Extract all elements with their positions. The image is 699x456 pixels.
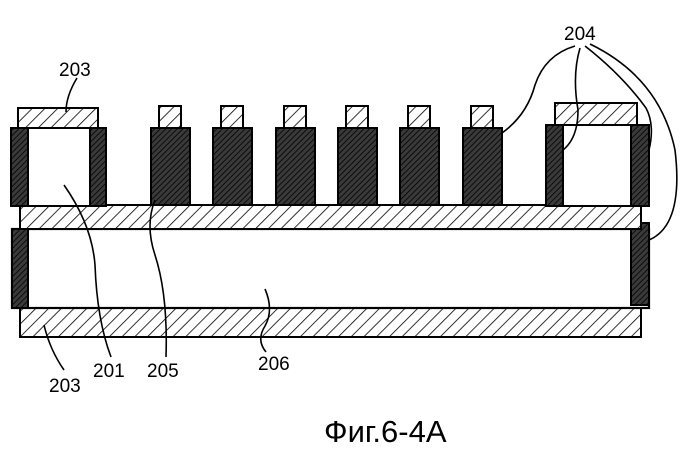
label-205: 205 — [147, 361, 179, 382]
label-201: 201 — [93, 361, 125, 382]
right-box-cap — [555, 103, 637, 125]
pillar-6 — [463, 106, 502, 205]
figure-caption: Фиг.6-4A — [324, 414, 447, 449]
leader-203-top — [66, 78, 77, 112]
middle-hatched-layer — [20, 205, 641, 229]
body-right-wall — [631, 223, 649, 305]
right-box-left-wall — [546, 125, 563, 206]
label-203-bottom: 203 — [49, 376, 81, 397]
bottom-hatched-layer-203 — [20, 307, 641, 337]
body-left-wall — [12, 229, 28, 308]
left-box-right-wall — [90, 128, 106, 206]
pillar-1 — [151, 106, 190, 205]
label-204: 204 — [564, 24, 596, 45]
left-box-cap-203 — [18, 108, 98, 128]
right-box-right-wall — [631, 125, 649, 206]
pillar-4 — [338, 106, 377, 205]
left-box-left-wall — [11, 128, 28, 206]
body-206 — [12, 229, 649, 308]
pillar-2 — [213, 106, 252, 205]
label-203-top: 203 — [59, 60, 91, 81]
pillar-3 — [276, 106, 315, 205]
label-206: 206 — [258, 354, 290, 375]
pillar-5 — [400, 106, 439, 205]
